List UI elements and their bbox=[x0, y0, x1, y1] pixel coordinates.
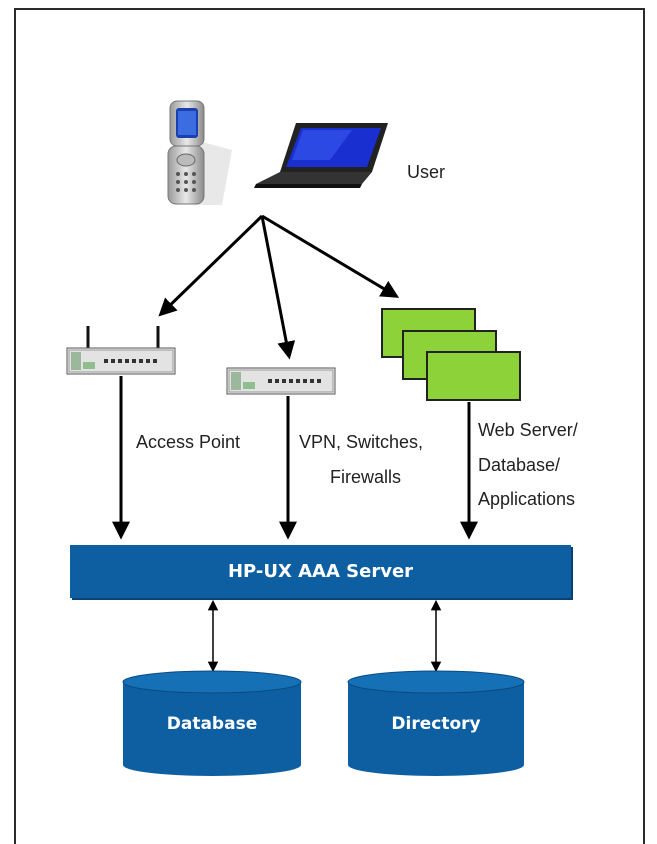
server-arrows bbox=[112, 376, 478, 540]
network-switch-icon bbox=[226, 367, 336, 395]
database-label: Database bbox=[166, 714, 258, 734]
web-label-line2: Database/ bbox=[478, 455, 561, 475]
aaa-server-title: HP-UX AAA Server bbox=[227, 561, 414, 582]
wireless-access-point-icon bbox=[66, 326, 176, 375]
vpn-label-line1: VPN, Switches, bbox=[299, 432, 424, 452]
directory-cylinder-icon bbox=[347, 670, 525, 776]
access-point-label: Access Point bbox=[136, 432, 241, 452]
aaa-server-bar: HP-UX AAA Server bbox=[70, 545, 571, 598]
vpn-label-line2: Firewalls bbox=[330, 467, 402, 487]
server-windows-icon bbox=[381, 308, 521, 401]
user-label: User bbox=[407, 162, 446, 182]
user-arrows bbox=[158, 214, 400, 360]
web-label-line3: Applications bbox=[478, 489, 576, 509]
web-label-line1: Web Server/ bbox=[478, 420, 578, 440]
store-arrows bbox=[207, 599, 442, 673]
database-cylinder-icon bbox=[122, 670, 302, 776]
mobile-phone-icon bbox=[167, 100, 232, 205]
directory-label: Directory bbox=[391, 714, 481, 734]
laptop-icon bbox=[254, 123, 388, 188]
